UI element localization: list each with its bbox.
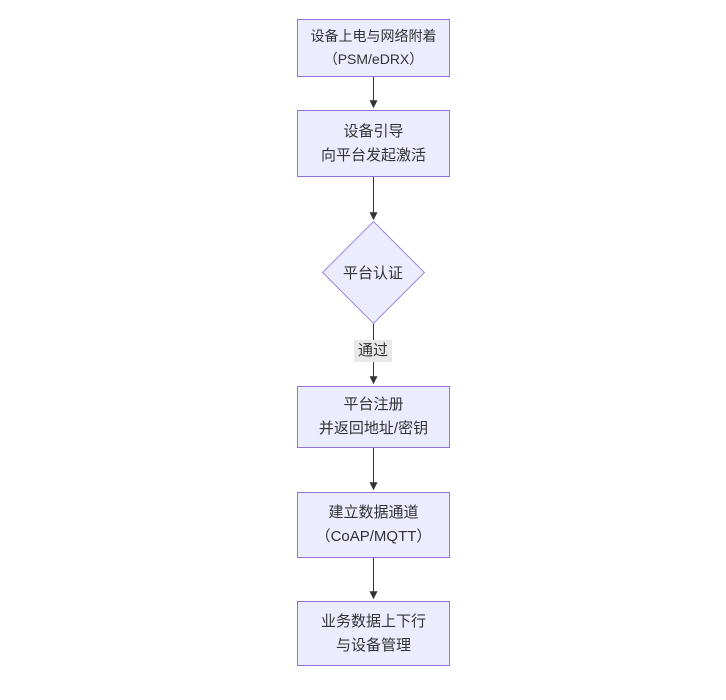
node-business-data: 业务数据上下行 与设备管理 — [297, 601, 450, 666]
node-device-bootstrap: 设备引导 向平台发起激活 — [297, 110, 450, 177]
node-line: （CoAP/MQTT） — [315, 528, 432, 545]
edge-label-pass: 通过 — [353, 340, 393, 362]
node-platform-auth: 平台认证 — [321, 220, 426, 325]
node-line: 平台注册 — [343, 396, 404, 413]
node-line: 建立数据通道 — [328, 504, 419, 521]
node-data-channel: 建立数据通道 （CoAP/MQTT） — [297, 492, 450, 558]
node-line: （PSM/eDRX） — [323, 51, 424, 67]
node-line: 并返回地址/密钥 — [318, 420, 429, 437]
node-line: 平台认证 — [342, 264, 403, 282]
node-power-network-attach: 设备上电与网络附着 （PSM/eDRX） — [297, 19, 450, 77]
node-platform-register: 平台注册 并返回地址/密钥 — [297, 386, 450, 448]
node-line: 向平台发起激活 — [320, 146, 426, 164]
node-line: 业务数据上下行 — [320, 612, 426, 630]
node-line: 设备引导 — [343, 122, 404, 140]
node-line: 设备上电与网络附着 — [310, 28, 437, 44]
node-line: 与设备管理 — [335, 636, 411, 654]
